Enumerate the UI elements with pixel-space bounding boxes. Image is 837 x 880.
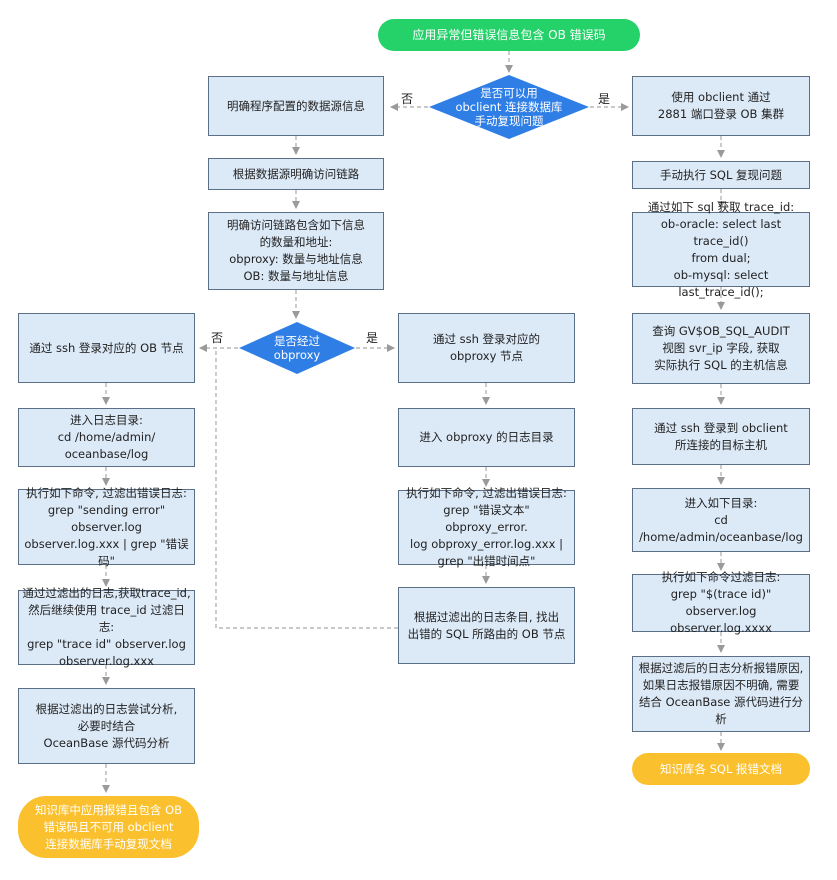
step-enter-log-dir: 进入日志目录: cd /home/admin/ oceanbase/log: [18, 408, 195, 467]
decision-obclient-text: 是否可以用 obclient 连接数据库 手动复现问题: [455, 86, 563, 128]
step-query-sql-audit: 查询 GV$OB_SQL_AUDIT 视图 svr_ip 字段, 获取 实际执行…: [632, 313, 810, 384]
step-grep-trace-id: 通过过滤出的日志,获取trace_id, 然后继续使用 trace_id 过滤日…: [18, 586, 195, 668]
step-confirm-datasource: 明确程序配置的数据源信息: [208, 76, 384, 136]
step-ssh-target-host: 通过 ssh 登录到 obclient 所连接的目标主机: [632, 408, 810, 465]
step-grep-trace-log: 执行如下命令过滤日志: grep "$(trace id)" observer.…: [632, 570, 810, 635]
end-kb-sql-error: 知识库各 SQL 报错文档: [632, 753, 810, 785]
step-enter-dir: 进入如下目录: cd /home/admin/oceanbase/log: [632, 488, 810, 552]
decision-obproxy: 是否经过 obproxy: [238, 321, 356, 375]
step-ssh-obproxy-node: 通过 ssh 登录对应的 obproxy 节点: [398, 313, 575, 383]
step-obclient-login: 使用 obclient 通过 2881 端口登录 OB 集群: [632, 76, 810, 136]
step-enter-obproxy-log-dir: 进入 obproxy 的日志目录: [398, 408, 575, 467]
step-ssh-ob-node: 通过 ssh 登录对应的 OB 节点: [18, 313, 195, 383]
end-kb-no-obclient: 知识库中应用报错且包含 OB 错误码且不可用 obclient 连接数据库手动复…: [18, 796, 199, 858]
step-get-trace-id: 通过如下 sql 获取 trace_id: ob-oracle: select …: [632, 200, 810, 299]
step-chain-info: 明确访问链路包含如下信息 的数量和地址: obproxy: 数量与地址信息 OB…: [208, 212, 384, 290]
step-find-ob-node: 根据过滤出的日志条目, 找出 出错的 SQL 所路由的 OB 节点: [398, 587, 575, 664]
step-manual-sql: 手动执行 SQL 复现问题: [632, 161, 810, 189]
start-node: 应用异常但错误信息包含 OB 错误码: [378, 19, 640, 51]
step-grep-obproxy-error: 执行如下命令, 过滤出错误日志: grep "错误文本" obproxy_err…: [398, 486, 575, 568]
decision-obproxy-yes-label: 是: [366, 331, 379, 345]
decision-obproxy-no-label: 否: [211, 331, 224, 345]
step-analyze-log: 根据过滤出的日志尝试分析, 必要时结合 OceanBase 源代码分析: [18, 688, 195, 764]
step-confirm-access-chain: 根据数据源明确访问链路: [208, 158, 384, 190]
edge-p4-loop: [215, 348, 398, 629]
decision-obclient-yes-label: 是: [598, 92, 611, 106]
decision-obclient-no-label: 否: [401, 92, 414, 106]
decision-obproxy-text: 是否经过 obproxy: [273, 334, 321, 362]
step-analyze-cause: 根据过滤后的日志分析报错原因, 如果日志报错原因不明确, 需要 结合 Ocean…: [632, 656, 810, 732]
decision-obclient: 是否可以用 obclient 连接数据库 手动复现问题: [428, 74, 590, 140]
step-grep-error-log: 执行如下命令, 过滤出错误日志: grep "sending error" ob…: [18, 486, 195, 568]
